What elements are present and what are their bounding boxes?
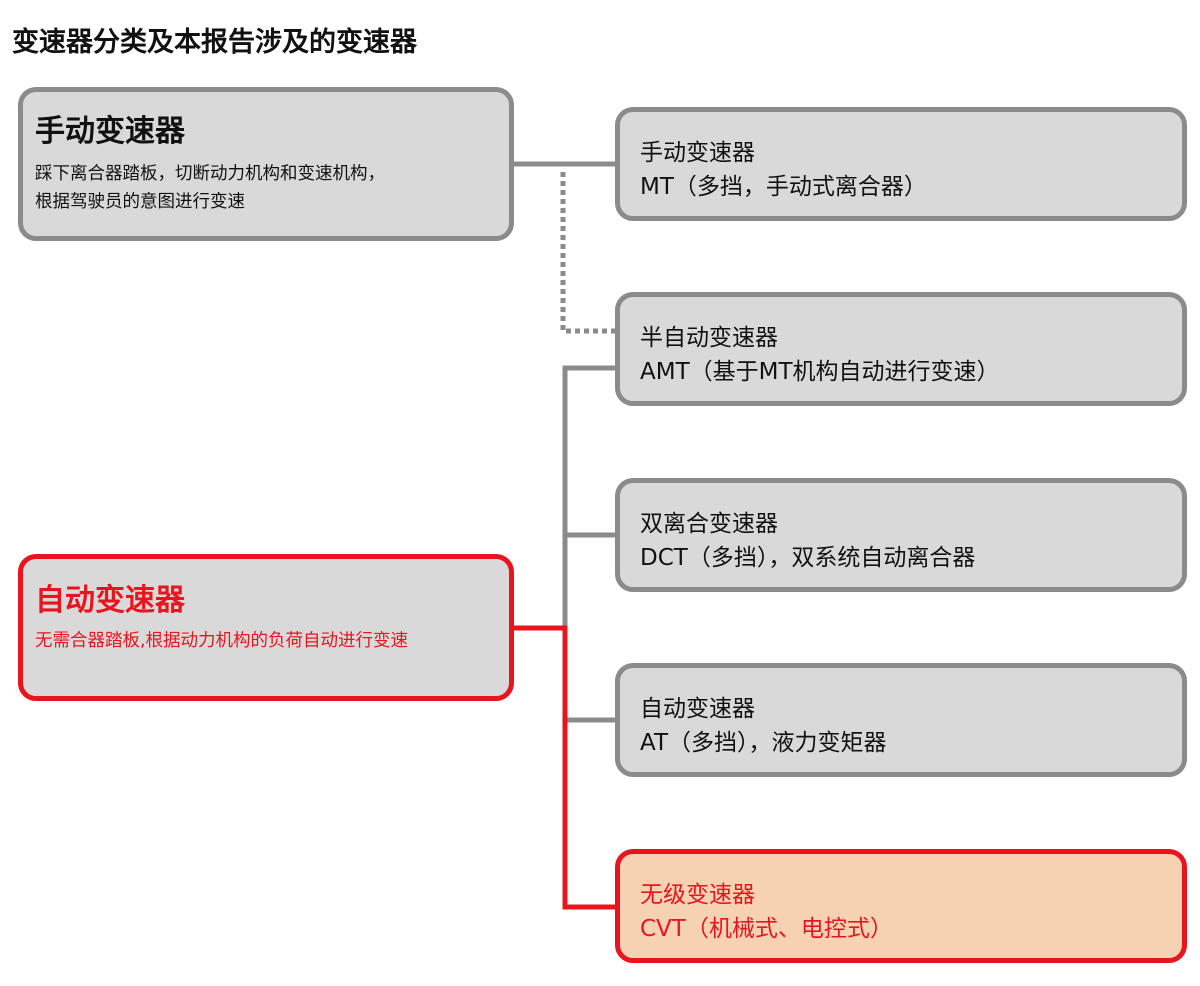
box-detail: DCT（多挡），双系统自动离合器 xyxy=(640,545,976,571)
amt-box: 半自动变速器 AMT（基于MT机构自动进行变速） xyxy=(615,292,1187,406)
connector-dotted-manual-amt xyxy=(560,172,617,334)
at-box: 自动变速器 AT（多挡），液力变矩器 xyxy=(615,663,1187,777)
box-desc-line: 踩下离合器踏板，切断动力机构和变速机构， xyxy=(35,164,385,184)
box-title: 自动变速器 xyxy=(35,583,185,618)
box-detail: CVT（机械式、电控式） xyxy=(640,916,893,942)
connector-auto-cvt xyxy=(512,625,617,910)
box-name: 半自动变速器 xyxy=(640,325,778,351)
automatic-transmission-box: 自动变速器 无需合器踏板,根据动力机构的负荷自动进行变速 xyxy=(18,554,514,701)
mt-box: 手动变速器 MT（多挡，手动式离合器） xyxy=(615,107,1187,221)
box-desc-line: 无需合器踏板,根据动力机构的负荷自动进行变速 xyxy=(35,631,409,651)
box-detail: AT（多挡），液力变矩器 xyxy=(640,730,887,756)
box-title: 手动变速器 xyxy=(35,114,185,149)
box-name: 手动变速器 xyxy=(640,140,755,166)
manual-transmission-box: 手动变速器 踩下离合器踏板，切断动力机构和变速机构， 根据驾驶员的意图进行变速 xyxy=(18,87,514,241)
box-detail: MT（多挡，手动式离合器） xyxy=(640,174,927,200)
cvt-box: 无级变速器 CVT（机械式、电控式） xyxy=(615,849,1187,963)
box-name: 无级变速器 xyxy=(640,882,755,908)
box-detail: AMT（基于MT机构自动进行变速） xyxy=(640,359,1000,385)
box-name: 自动变速器 xyxy=(640,696,755,722)
box-desc-line: 根据驾驶员的意图进行变速 xyxy=(35,192,245,212)
box-name: 双离合变速器 xyxy=(640,511,778,537)
diagram-title: 变速器分类及本报告涉及的变速器 xyxy=(12,27,417,58)
dct-box: 双离合变速器 DCT（多挡），双系统自动离合器 xyxy=(615,478,1187,592)
